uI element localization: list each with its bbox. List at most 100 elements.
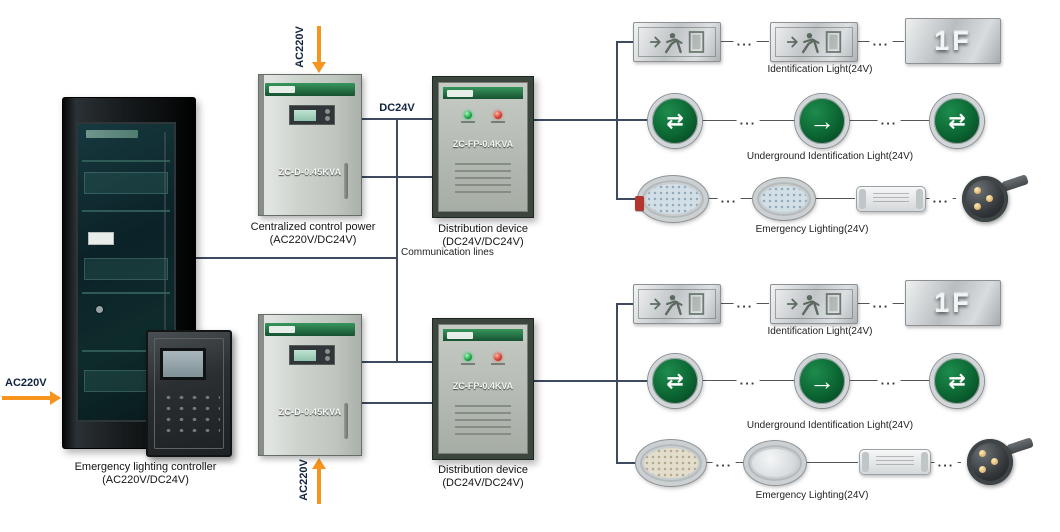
wire-comm-bottom bbox=[362, 402, 432, 404]
control-power-model: ZC-D-0.45KVA bbox=[278, 167, 342, 177]
identification-light-label-top: Identification Light(24V) bbox=[767, 64, 873, 75]
distribution-model: ZC-FP-0.4KVA bbox=[452, 381, 514, 391]
driver-label-lines bbox=[873, 193, 909, 205]
display-button bbox=[325, 349, 330, 354]
ellipsis-separator: ... bbox=[869, 296, 893, 310]
distribution-caption-line2: (DC24V/DC24V) bbox=[442, 236, 524, 248]
exit-sign-frame bbox=[775, 27, 853, 57]
indicator-leds bbox=[439, 353, 527, 365]
wire-communication-vertical bbox=[396, 118, 398, 363]
controller-caption-line1: Emergency lighting controller bbox=[74, 461, 217, 473]
spotlight-lens bbox=[962, 176, 1008, 222]
running-man-icon bbox=[649, 31, 705, 54]
emergency-lighting-label-bottom: Emergency Lighting(24V) bbox=[755, 490, 869, 501]
emergency-driver-unit bbox=[859, 449, 931, 475]
ellipsis-separator: ... bbox=[733, 296, 757, 310]
ac220v-input-arrowhead bbox=[50, 391, 61, 405]
vent-slots bbox=[455, 163, 511, 193]
red-led bbox=[494, 111, 502, 119]
distribution-panel: ZC-FP-0.4KVA bbox=[438, 324, 528, 454]
emergency-spotlight bbox=[961, 437, 1035, 489]
distribution-panel: ZC-FP-0.4KVA bbox=[438, 82, 528, 212]
wire-dist-bottom-branch bbox=[534, 380, 650, 382]
ac220v-input-label: AC220V bbox=[5, 377, 47, 389]
device-green-band bbox=[443, 87, 523, 99]
exit-sign-frame bbox=[775, 289, 853, 319]
door-handle bbox=[344, 163, 348, 199]
device-green-band bbox=[265, 83, 355, 96]
lamp-led-face bbox=[761, 186, 807, 212]
underground-identification-light: → bbox=[795, 94, 849, 148]
emergency-lighting-label-top: Emergency Lighting(24V) bbox=[755, 224, 869, 235]
spotlight-led bbox=[991, 458, 998, 465]
ellipsis-separator: ... bbox=[929, 191, 953, 205]
ellipsis-separator: ... bbox=[733, 34, 757, 48]
ac220v-top-arrow bbox=[317, 26, 321, 64]
wall-mounted-controller bbox=[146, 330, 232, 457]
control-power-model: ZC-D-0.45KVA bbox=[278, 407, 342, 417]
ac220v-top-label: AC220V bbox=[294, 26, 306, 68]
emergency-ceiling-lamp bbox=[636, 440, 706, 486]
device-green-band bbox=[443, 329, 523, 341]
exit-sign bbox=[633, 284, 721, 324]
distribution-device-top: ZC-FP-0.4KVA bbox=[432, 76, 534, 218]
display-screen bbox=[294, 110, 316, 121]
cabinet-rack-unit bbox=[84, 172, 168, 194]
control-power-caption: Centralized control power (AC220V/DC24V) bbox=[233, 221, 393, 247]
cabinet-shelf bbox=[82, 210, 170, 212]
indicator-leds bbox=[439, 111, 527, 123]
red-led bbox=[494, 353, 502, 361]
underground-identification-light: → bbox=[795, 354, 849, 408]
centralized-control-power-top: ZC-D-0.45KVA bbox=[258, 74, 362, 216]
ac220v-bottom-arrow bbox=[317, 468, 321, 504]
controller-caption: Emergency lighting controller (AC220V/DC… bbox=[38, 461, 253, 487]
double-arrow-icon: ⇄ bbox=[666, 109, 684, 133]
driver-label-lines bbox=[876, 456, 914, 468]
cabinet-lock bbox=[96, 306, 103, 313]
wire-dc24v-bottom bbox=[362, 361, 432, 363]
exit-sign bbox=[770, 284, 858, 324]
controller-screen bbox=[160, 348, 206, 380]
lamp-led-face bbox=[646, 184, 700, 214]
display-button bbox=[325, 356, 330, 361]
brand-logo bbox=[447, 332, 473, 339]
double-arrow-icon: ⇄ bbox=[948, 109, 966, 133]
emergency-ceiling-lamp bbox=[753, 178, 815, 220]
cabinet-door-edge bbox=[164, 132, 166, 412]
lamp-red-tag bbox=[635, 195, 644, 211]
ac220v-input-arrow bbox=[2, 396, 50, 400]
ellipsis-separator: ... bbox=[877, 373, 901, 387]
spotlight-led bbox=[979, 450, 986, 457]
distribution-caption-top: Distribution device (DC24V/DC24V) bbox=[403, 223, 563, 249]
underground-identification-light: ⇄ bbox=[930, 94, 984, 148]
display-button bbox=[325, 109, 330, 114]
double-arrow-icon: ⇄ bbox=[948, 369, 966, 393]
wire-stub-identification-bottom bbox=[616, 303, 634, 305]
controller-keypad bbox=[162, 392, 220, 436]
underground-identification-light: ⇄ bbox=[648, 354, 702, 408]
ellipsis-separator: ... bbox=[712, 455, 736, 469]
spotlight-led bbox=[986, 195, 993, 202]
cabinet-shelf bbox=[82, 350, 170, 352]
running-man-icon bbox=[649, 293, 705, 316]
wire-stub-identification-top bbox=[616, 41, 634, 43]
cabinet-shelf bbox=[82, 292, 170, 294]
vent-slots bbox=[455, 405, 511, 435]
connector bbox=[806, 462, 858, 463]
running-man-icon bbox=[786, 293, 842, 316]
cabinet-label-sticker bbox=[88, 232, 114, 245]
spotlight-led bbox=[979, 466, 986, 473]
wire-branch-vertical-top bbox=[616, 41, 618, 200]
control-power-caption-line1: Centralized control power bbox=[250, 221, 376, 233]
wire-dist-top-branch bbox=[534, 119, 648, 121]
ellipsis-separator: ... bbox=[934, 455, 958, 469]
exit-sign-frame bbox=[638, 27, 716, 57]
control-power-display bbox=[289, 345, 335, 365]
ellipsis-separator: ... bbox=[877, 113, 901, 127]
control-power-display bbox=[289, 105, 335, 125]
exit-sign bbox=[633, 22, 721, 62]
ac220v-bottom-arrowhead bbox=[312, 458, 326, 469]
double-arrow-icon: ⇄ bbox=[666, 369, 684, 393]
running-man-icon bbox=[786, 31, 842, 54]
green-led bbox=[464, 111, 472, 119]
